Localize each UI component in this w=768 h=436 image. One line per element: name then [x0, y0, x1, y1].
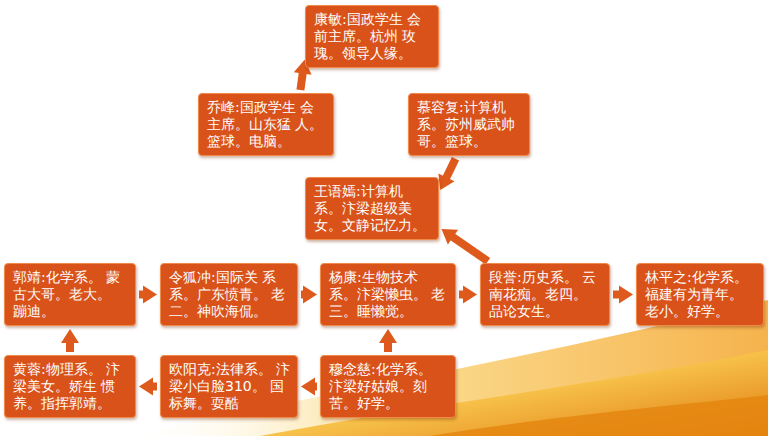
person-box: 乔峰:国政学生 会主席。山东猛 人。篮球。电脑。	[198, 93, 334, 156]
block-arrow	[613, 286, 633, 304]
block-arrow	[139, 378, 157, 396]
swoosh-band	[430, 395, 768, 436]
arrow-head	[441, 229, 458, 244]
person-text: 乔峰:国政学生 会主席。山东猛 人。篮球。电脑。	[207, 99, 327, 150]
swoosh-band	[260, 350, 768, 436]
arrow-head	[379, 329, 397, 343]
block-arrow	[441, 229, 487, 261]
arrow-head	[139, 378, 153, 396]
arrow-head	[303, 286, 317, 304]
person-box: 令狐冲:国际关 系系。广东愤青。 老二。神吹海侃。	[160, 263, 298, 326]
arrow-head	[143, 286, 157, 304]
arrow-head	[61, 329, 79, 343]
person-box: 黄蓉:物理系。 汴梁美女。娇生 惯养。指挥郭靖。	[4, 355, 136, 418]
arrow-head	[463, 286, 477, 304]
arrow-shaft	[451, 236, 488, 261]
arrow-shaft	[446, 159, 456, 180]
person-box: 郭靖:化学系。 蒙古大哥。老大。 蹦迪。	[4, 263, 136, 326]
person-text: 欧阳克:法律系。 汴梁小白脸310。 国标舞。耍酷	[169, 361, 291, 412]
person-box: 穆念慈:化学系。 汴梁好姑娘。刻 苦。好学。	[320, 355, 456, 418]
block-arrow	[61, 329, 79, 352]
block-arrow	[139, 286, 157, 304]
block-arrow	[438, 159, 455, 190]
person-box: 康敏:国政学生 会前主席。杭州 玫瑰。领导人缘。	[305, 5, 439, 68]
person-text: 郭靖:化学系。 蒙古大哥。老大。 蹦迪。	[13, 269, 129, 320]
person-text: 令狐冲:国际关 系系。广东愤青。 老二。神吹海侃。	[169, 269, 291, 320]
person-box: 杨康:生物技术 系。汴梁懒虫。 老三。睡懒觉。	[320, 263, 456, 326]
block-arrow	[301, 378, 317, 396]
person-box: 慕容复:计算机 系。苏州威武帅 哥。篮球。	[408, 93, 530, 156]
person-text: 段誉:历史系。 云南花痴。老四。 品论女生。	[489, 269, 603, 320]
arrow-head	[438, 174, 454, 191]
arrow-head	[301, 378, 315, 396]
person-text: 黄蓉:物理系。 汴梁美女。娇生 惯养。指挥郭靖。	[13, 361, 129, 412]
person-box: 王语嫣:计算机 系。汴梁超级美 女。文静记忆力。	[305, 177, 439, 240]
person-text: 穆念慈:化学系。 汴梁好姑娘。刻 苦。好学。	[329, 361, 449, 412]
person-text: 杨康:生物技术 系。汴梁懒虫。 老三。睡懒觉。	[329, 269, 449, 320]
person-box: 欧阳克:法律系。 汴梁小白脸310。 国标舞。耍酷	[160, 355, 298, 418]
arrow-head	[619, 286, 633, 304]
arrow-shaft	[300, 72, 303, 91]
person-text: 康敏:国政学生 会前主席。杭州 玫瑰。领导人缘。	[314, 11, 432, 62]
person-box: 林平之:化学系。 福建有为青年。 老小。好学。	[636, 263, 764, 326]
block-arrow	[379, 329, 397, 352]
person-text: 林平之:化学系。 福建有为青年。 老小。好学。	[645, 269, 757, 320]
block-arrow	[301, 286, 317, 304]
block-arrow	[459, 286, 477, 304]
person-text: 王语嫣:计算机 系。汴梁超级美 女。文静记忆力。	[314, 183, 432, 234]
person-text: 慕容复:计算机 系。苏州威武帅 哥。篮球。	[417, 99, 523, 150]
person-box: 段誉:历史系。 云南花痴。老四。 品论女生。	[480, 263, 610, 326]
